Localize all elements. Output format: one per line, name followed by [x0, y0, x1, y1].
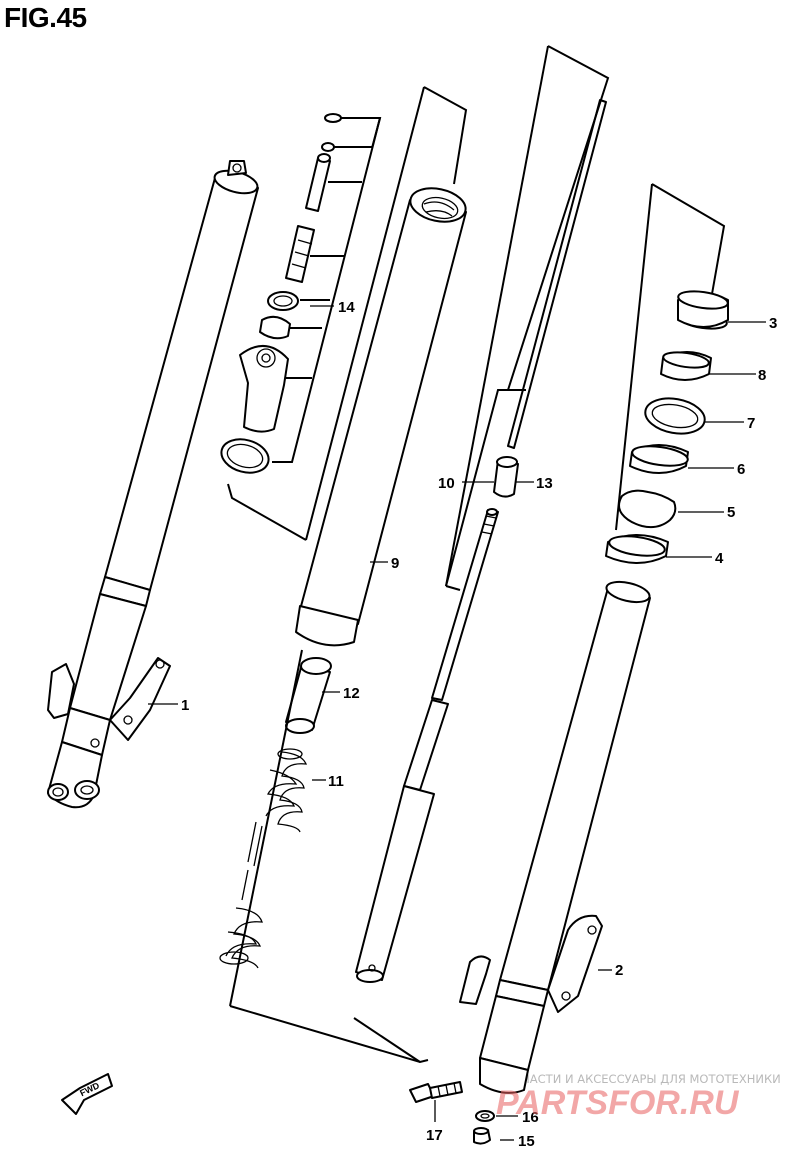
callout-14: 14: [338, 299, 355, 316]
callout-6: 6: [737, 461, 745, 478]
part-6-washer: [629, 444, 689, 474]
callout-2: 2: [615, 962, 623, 979]
part-10-damper-rod: [355, 99, 607, 983]
seal-stack: [605, 290, 729, 564]
part-9-inner-tube-left: [295, 187, 467, 647]
callout-12: 12: [343, 685, 360, 702]
callout-17: 17: [426, 1127, 443, 1144]
part-8-stopper-ring: [660, 351, 712, 381]
part-2-right-fork-tube: [459, 580, 651, 1094]
callout-4: 4: [715, 550, 724, 567]
fwd-arrow: FWD: [61, 1073, 113, 1115]
callout-7: 7: [747, 415, 755, 432]
callout-numbers: 1 2 3 4 5 6 7 8 9 10 11 12 13 14 15 16 1…: [181, 299, 777, 1150]
callout-15: 15: [518, 1133, 535, 1150]
part-15-drain-bolt: [473, 1127, 491, 1145]
part-3-dust-seal: [677, 290, 729, 330]
watermark-brand: PARTSFOR.RU: [496, 1084, 740, 1122]
part-4-guide-bush: [605, 534, 669, 564]
callout-1: 1: [181, 697, 189, 714]
callout-5: 5: [727, 504, 735, 521]
leader-lines: [148, 305, 766, 1141]
callout-8: 8: [758, 367, 766, 384]
part-7-oil-seal: [644, 397, 706, 435]
part-16-washer: [475, 1110, 495, 1122]
part-5-guide-bush: [618, 489, 677, 529]
callout-11: 11: [328, 773, 344, 790]
group-bracket-lines: [227, 45, 726, 1064]
part-1-left-fork-tube: [47, 160, 259, 809]
part-14-damper-assembly: [220, 113, 342, 474]
figure-title: FIG.45: [4, 2, 87, 33]
callout-16: 16: [522, 1109, 539, 1126]
callout-10: 10: [438, 475, 455, 492]
watermark-tagline: ЗАПЧАСТИ И АКСЕССУАРЫ ДЛЯ МОТОТЕХНИКИ: [498, 1072, 781, 1086]
part-11-spring: [219, 748, 308, 969]
callout-13: 13: [536, 475, 553, 492]
part-17-bolt: [409, 1081, 463, 1103]
callout-9: 9: [391, 555, 399, 572]
callout-3: 3: [769, 315, 777, 332]
